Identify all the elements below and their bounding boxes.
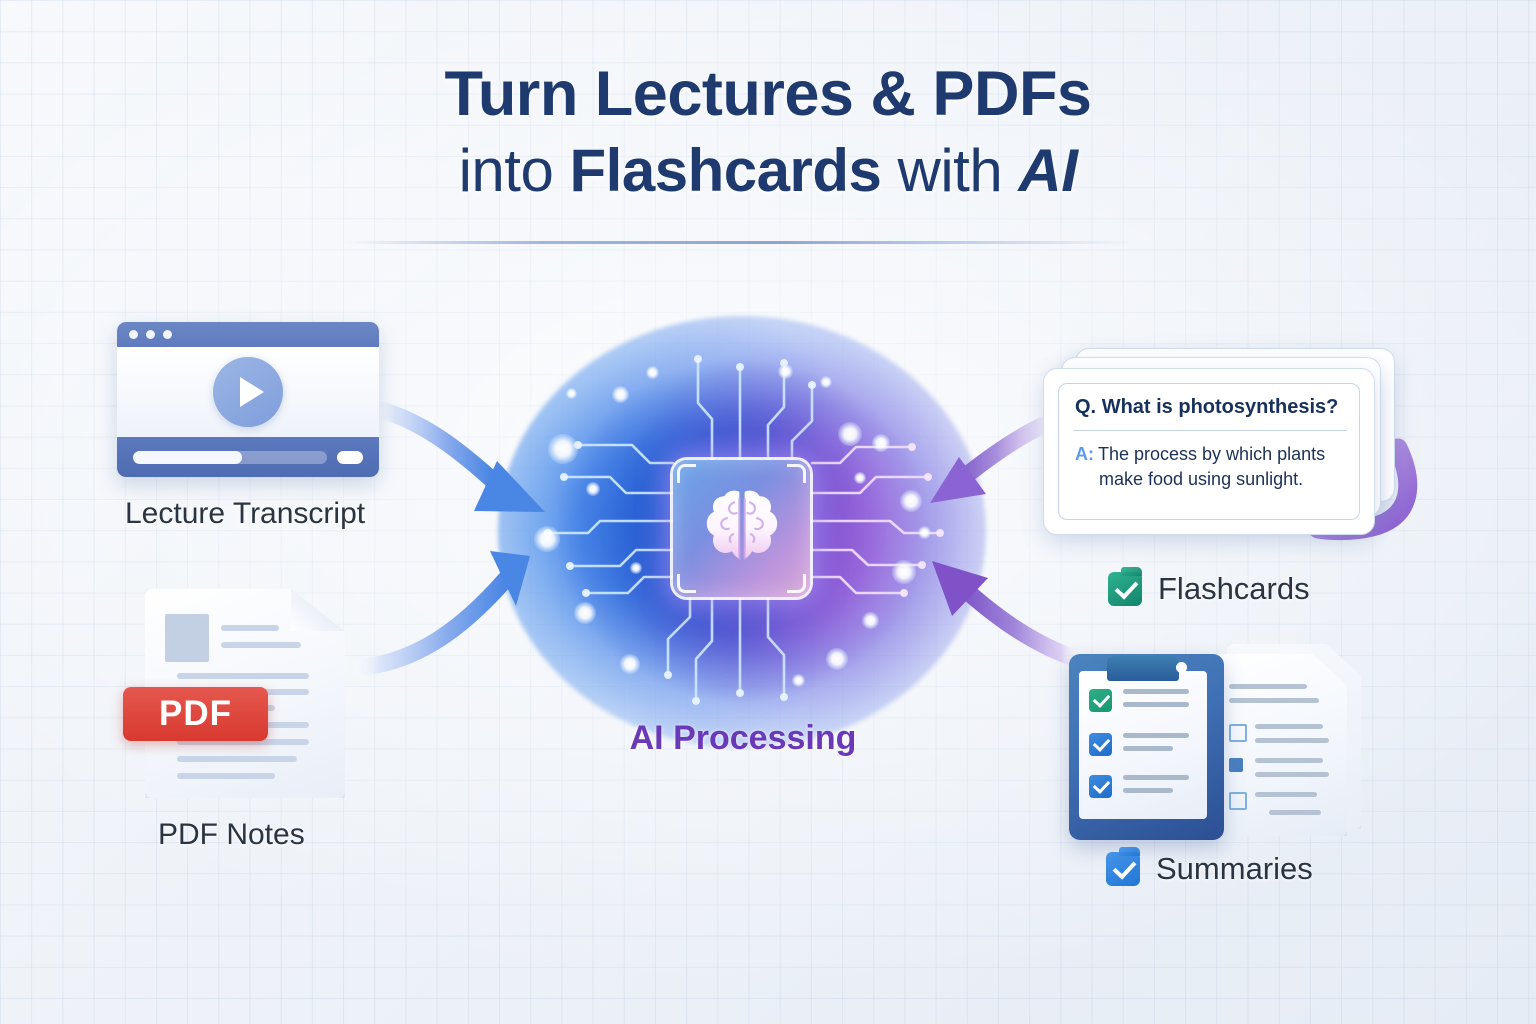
- pdf-text-line: [177, 773, 275, 779]
- flashcard-answer-row: A:The process by which plants make food …: [1075, 442, 1347, 492]
- clipboard-check-2: [1089, 733, 1112, 756]
- clipboard-clip: [1107, 656, 1187, 681]
- title-divider: [345, 241, 1133, 244]
- title-with: with: [881, 137, 1019, 204]
- flashcard-inner-frame: Q. What is photosynthesis? A:The process…: [1058, 383, 1360, 520]
- video-screen: [117, 347, 379, 437]
- title-flashcards: Flashcards: [569, 137, 882, 204]
- clipboard-line: [1123, 702, 1189, 707]
- title-line-2: into Flashcards with AI: [0, 134, 1536, 208]
- summary-text-line: [1229, 698, 1319, 703]
- answer-key: A:: [1075, 444, 1094, 464]
- summary-text-line: [1269, 810, 1321, 815]
- summary-bullet-open: [1229, 724, 1247, 742]
- clipboard-line: [1123, 746, 1173, 751]
- pdf-image-block: [165, 614, 209, 662]
- pdf-badge: PDF: [123, 687, 268, 741]
- title-ai: AI: [1018, 137, 1078, 204]
- summaries-icon-group: [1065, 638, 1400, 843]
- ai-processing-label: AI Processing: [0, 719, 1536, 758]
- clipboard-line: [1123, 775, 1189, 780]
- flashcard-question: Q. What is photosynthesis?: [1075, 396, 1338, 418]
- flashcards-label-group: Flashcards: [1108, 567, 1310, 607]
- clipboard-line: [1123, 733, 1189, 738]
- pdf-document-icon: PDF: [123, 589, 345, 798]
- answer-line-1: The process by which plants: [1098, 444, 1326, 464]
- window-dot-3: [163, 330, 172, 339]
- summaries-label: Summaries: [1156, 851, 1313, 886]
- flashcard-answer: A:The process by which plants make food …: [1075, 442, 1347, 492]
- flashcard-question-row: Q. What is photosynthesis?: [1075, 396, 1345, 419]
- clipboard-check-3: [1089, 775, 1112, 798]
- summary-bullet-filled: [1229, 758, 1243, 772]
- question-text: What is photosynthesis?: [1101, 396, 1339, 418]
- title-into: into: [458, 137, 570, 204]
- window-dot-2: [146, 330, 155, 339]
- pdf-text-line: [177, 756, 297, 762]
- clipboard-icon: [1069, 654, 1224, 840]
- page-title: Turn Lectures & PDFs into Flashcards wit…: [0, 56, 1536, 208]
- question-key: Q.: [1075, 396, 1097, 418]
- lecture-transcript-label: Lecture Transcript: [125, 497, 366, 530]
- clipboard-clip-hole: [1176, 662, 1187, 673]
- ai-processing-text: AI Processing: [629, 719, 857, 757]
- pdf-notes-label: PDF Notes: [158, 818, 305, 851]
- summary-bullet-open: [1229, 792, 1247, 810]
- pdf-text-line: [177, 673, 309, 679]
- video-player-icon: [117, 322, 379, 477]
- pdf-text-line: [177, 739, 309, 745]
- checkbox-teal-icon: [1108, 567, 1142, 606]
- pdf-text-line: [221, 625, 279, 631]
- clipboard-line: [1123, 788, 1173, 793]
- summaries-label-group: Summaries: [1106, 847, 1313, 887]
- play-button-icon[interactable]: [213, 357, 283, 427]
- flashcards-label: Flashcards: [1158, 571, 1310, 606]
- summary-text-line: [1255, 792, 1317, 797]
- title-line-1: Turn Lectures & PDFs: [444, 59, 1092, 129]
- clipboard-check-1: [1089, 689, 1112, 712]
- clipboard-page: [1079, 671, 1207, 819]
- clipboard-line: [1123, 689, 1189, 694]
- summary-text-line: [1255, 724, 1323, 729]
- summary-text-line: [1255, 772, 1329, 777]
- video-controls: [117, 437, 379, 477]
- summary-text-line: [1255, 738, 1329, 743]
- summary-doc-front: [1213, 654, 1347, 836]
- summary-text-line: [1229, 684, 1307, 689]
- volume-knob[interactable]: [337, 450, 363, 464]
- progress-fill: [133, 450, 242, 464]
- progress-track[interactable]: [133, 450, 327, 464]
- flashcard-front[interactable]: Q. What is photosynthesis? A:The process…: [1043, 368, 1375, 535]
- summary-document-icon: [1213, 644, 1361, 836]
- pdf-text-line: [221, 642, 301, 648]
- flashcard-stack[interactable]: Q. What is photosynthesis? A:The process…: [1043, 348, 1398, 535]
- cpu-chip: [673, 460, 810, 597]
- brain-icon: [706, 490, 778, 560]
- summary-text-line: [1255, 758, 1323, 763]
- answer-line-2: make food using sunlight.: [1099, 469, 1304, 489]
- play-triangle-icon: [239, 377, 264, 407]
- flashcard-divider: [1073, 430, 1347, 432]
- video-titlebar: [117, 322, 379, 347]
- window-dot-1: [129, 330, 138, 339]
- checkbox-blue-icon: [1106, 847, 1140, 886]
